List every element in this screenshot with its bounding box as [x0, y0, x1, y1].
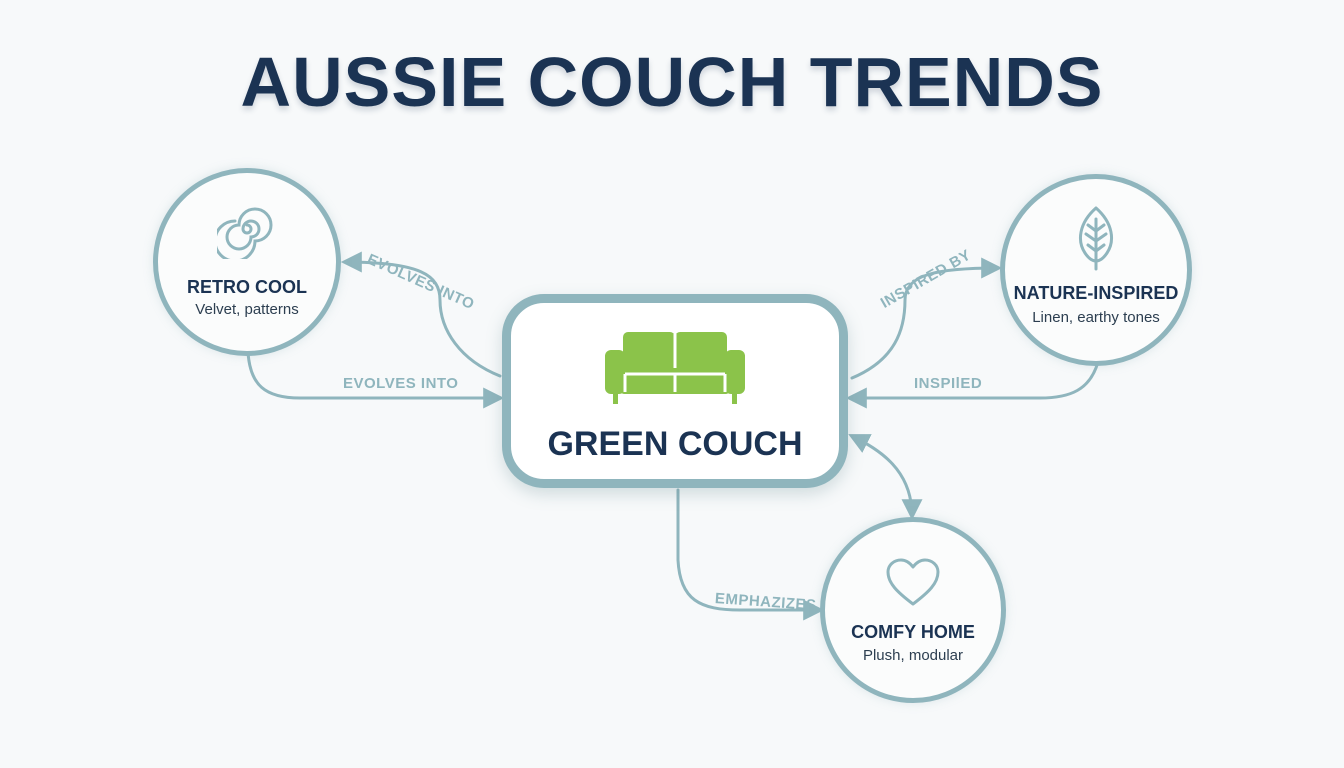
edge-comfy-link — [848, 434, 923, 521]
couch-icon — [605, 332, 745, 404]
center-title: GREEN COUCH — [547, 425, 803, 463]
node-green-couch[interactable]: GREEN COUCH — [502, 294, 848, 488]
node-comfy-home[interactable]: COMFY HOME Plush, modular — [820, 517, 1006, 703]
node-title: NATURE-INSPIRED — [1013, 283, 1179, 303]
edge-retro-bottom — [246, 350, 505, 409]
node-nature-inspired[interactable]: NATURE-INSPIRED Linen, earthy tones — [1000, 174, 1192, 366]
node-subtitle: Velvet, patterns — [195, 301, 299, 318]
heart-icon — [886, 558, 940, 606]
node-retro-cool[interactable]: RETRO COOL Velvet, patterns — [153, 168, 341, 356]
node-title: RETRO COOL — [187, 277, 307, 297]
edge-nature-bottom — [845, 360, 1100, 409]
spiral-icon — [217, 207, 273, 259]
leaf-icon — [1078, 206, 1114, 271]
edge-retro-top — [340, 251, 502, 378]
edge-label-retro-bottom: EVOLVES INTO — [343, 375, 459, 392]
page-title: AUSSIE COUCH TRENDS — [240, 43, 1104, 121]
edge-label-nature-bottom: INSPIlED — [914, 375, 983, 392]
edge-comfy-emphasizes — [676, 488, 825, 621]
node-title: COMFY HOME — [851, 622, 975, 642]
edge-nature-top — [850, 257, 1003, 380]
node-subtitle: Linen, earthy tones — [1032, 309, 1160, 326]
node-subtitle: Plush, modular — [862, 647, 964, 664]
